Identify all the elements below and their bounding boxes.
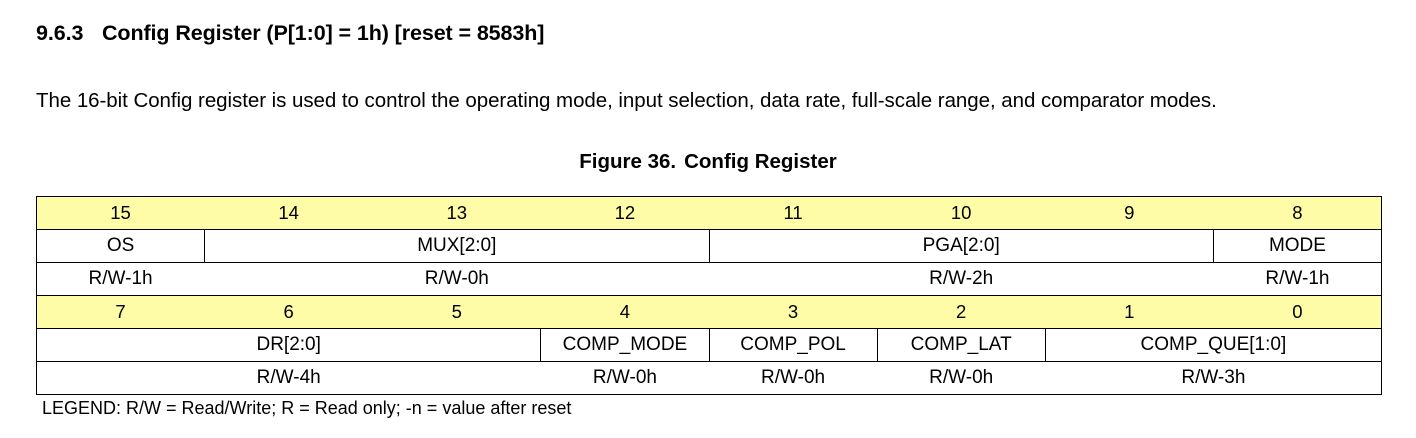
field-comp-mode: COMP_MODE xyxy=(540,328,710,362)
bit-number-14: 14 xyxy=(204,196,373,230)
bit-number-6: 6 xyxy=(204,295,373,329)
access-value: R/W-4h xyxy=(35,361,541,395)
bit-number-7: 7 xyxy=(35,295,205,329)
bit-number-8: 8 xyxy=(1213,196,1383,230)
access-value: R/W-0h xyxy=(204,262,709,296)
bit-number-4: 4 xyxy=(540,295,709,329)
access-value: R/W-3h xyxy=(1045,361,1383,395)
field-mux-2-0: MUX[2:0] xyxy=(204,229,710,263)
access-value: R/W-2h xyxy=(709,262,1214,296)
section-title: Config Register (P[1:0] = 1h) [reset = 8… xyxy=(102,21,545,45)
field-pga-2-0: PGA[2:0] xyxy=(708,229,1214,263)
figure-title: Config Register xyxy=(684,150,837,173)
bit-number-13: 13 xyxy=(372,196,541,230)
access-value: R/W-1h xyxy=(35,262,205,296)
field-comp-que-1-0: COMP_QUE[1:0] xyxy=(1044,328,1383,362)
access-value: R/W-1h xyxy=(1213,262,1383,296)
access-value: R/W-0h xyxy=(877,361,1046,395)
bit-number-2: 2 xyxy=(877,295,1046,329)
field-mode: MODE xyxy=(1212,229,1383,263)
section-number: 9.6.3 xyxy=(36,21,84,45)
table-legend: LEGEND: R/W = Read/Write; R = Read only;… xyxy=(42,398,572,418)
bit-number-12: 12 xyxy=(540,196,709,230)
access-value: R/W-0h xyxy=(540,361,709,395)
bit-number-9: 9 xyxy=(1045,196,1214,230)
field-comp-lat: COMP_LAT xyxy=(876,328,1046,362)
bit-number-11: 11 xyxy=(709,196,878,230)
bit-number-0: 0 xyxy=(1213,295,1383,329)
section-heading: 9.6.3 Config Register (P[1:0] = 1h) [rese… xyxy=(36,21,544,46)
bit-number-5: 5 xyxy=(372,295,541,329)
bit-number-1: 1 xyxy=(1045,295,1214,329)
field-os: OS xyxy=(35,229,206,263)
figure-label: Figure 36. xyxy=(579,150,677,173)
section-body-paragraph: The 16-bit Config register is used to co… xyxy=(36,88,1217,112)
bit-number-15: 15 xyxy=(35,196,205,230)
access-value: R/W-0h xyxy=(709,361,878,395)
bit-number-10: 10 xyxy=(877,196,1046,230)
field-dr-2-0: DR[2:0] xyxy=(35,328,542,362)
bit-number-3: 3 xyxy=(709,295,878,329)
field-comp-pol: COMP_POL xyxy=(708,328,878,362)
figure-caption: Figure 36. Config Register xyxy=(0,150,1416,174)
